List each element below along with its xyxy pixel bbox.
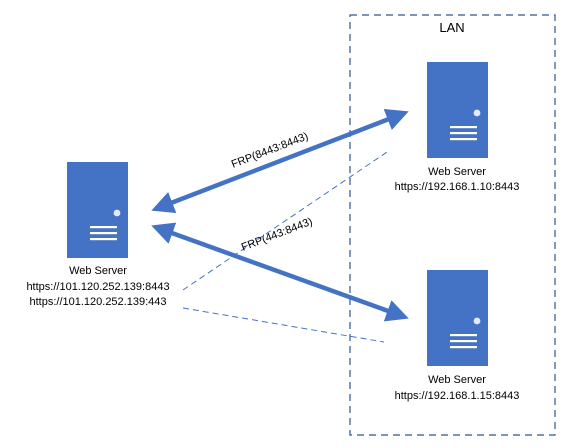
frp-label-bottom: FRP(443:8443) bbox=[240, 216, 315, 254]
server-icon bbox=[67, 162, 128, 258]
lan-boundary bbox=[349, 14, 556, 436]
server-address: https://101.120.252.139:443 bbox=[29, 296, 166, 308]
frp-arrow-top bbox=[151, 109, 409, 213]
server-address: https://192.168.1.15:8443 bbox=[395, 390, 520, 402]
server-name: Web Server bbox=[428, 374, 486, 386]
server-address: https://101.120.252.139:8443 bbox=[26, 281, 169, 293]
frp-arrow-bottom bbox=[151, 222, 409, 322]
server-icon bbox=[427, 270, 488, 366]
dashed-link-bottom bbox=[182, 307, 385, 343]
server-icon bbox=[427, 62, 488, 158]
lan-title: LAN bbox=[439, 20, 464, 35]
lan-web-server-top: Web Server https://192.168.1.10:8443 bbox=[395, 62, 520, 193]
dashed-link-top bbox=[182, 149, 391, 291]
lan-web-server-bottom: Web Server https://192.168.1.15:8443 bbox=[395, 270, 520, 402]
server-name: Web Server bbox=[69, 265, 127, 277]
server-name: Web Server bbox=[428, 166, 486, 178]
server-address: https://192.168.1.10:8443 bbox=[395, 181, 520, 193]
public-web-server: Web Server https://101.120.252.139:8443 … bbox=[26, 162, 170, 308]
